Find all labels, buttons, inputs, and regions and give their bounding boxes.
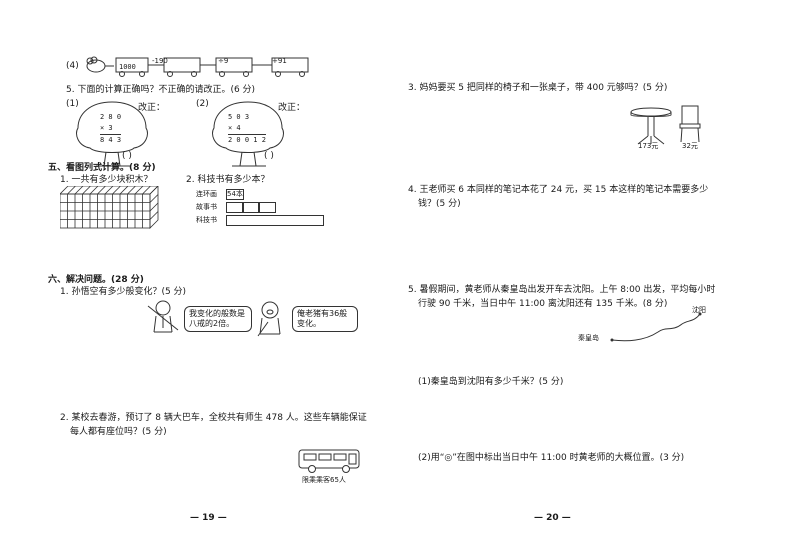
table-icon [630,107,672,145]
books-label-tech: 科技书 [196,216,217,224]
q5-title: 5. 下面的计算正确吗？不正确的请改正。(6 分) [66,85,256,95]
route-map[interactable] [590,306,706,346]
chair-price: 32元 [682,142,698,150]
tree-2-line1: 5 0 3 [228,113,250,121]
mouse-icon [86,56,114,73]
tree-2-line2: × 4 [228,124,241,132]
books-label-stories: 故事书 [196,203,217,211]
bus-caption: 限乘乘客65人 [302,476,346,484]
right-q5-sub2: (2)用“◎”在图中标出当日中午 11:00 时黄老师的大概位置。(3 分) [418,453,685,463]
blocks-illustration [60,186,159,229]
q5-item2-paren[interactable]: ( ) [264,151,274,161]
bus-icon [298,449,360,473]
train-car-4 [271,57,309,77]
books-bar-stories-seg2 [242,202,260,213]
right-q5-line1: 5. 暑假期间，黄老师从秦皇岛出发开车去沈阳。上午 8:00 出发，平均每小时 [408,285,716,295]
books-label-comics: 连环画 [196,190,217,198]
q5-item2-num-label: (2) [196,99,209,109]
q4-start-value: 1000 [119,63,136,71]
q5-item1-num-label: (1) [66,99,79,109]
tree-1-line2: × 3 [100,124,113,132]
chair-icon [679,105,701,143]
books-bar-comics [226,189,244,200]
tree-1-calc: 2 8 0 × 3 8 4 3 [100,112,122,146]
q5-item2-fix-label: 改正： [278,103,306,113]
pigsy-icon [257,301,281,337]
books-bar-tech [226,215,324,226]
monkey-king-icon [147,300,179,333]
books-value-comics: 54本 [227,190,243,198]
q5-item1-fix-label: 改正： [138,103,166,113]
q4-op-2: ÷9 [218,57,229,65]
q4-op-1: -190 [152,57,168,65]
q4-label: (4) [66,61,79,71]
speech-bubble-pigsy: 俺老猪有36般变化。 [292,306,358,332]
section6-q1: 1. 孙悟空有多少般变化？(5 分) [60,287,187,297]
section6-title: 六、解决问题。(28 分) [48,275,144,285]
section6-q2-line1: 2. 某校去春游，预订了 8 辆大巴车，全校共有师生 478 人。这些车辆能保证 [60,413,367,423]
table-price: 173元 [638,142,659,150]
books-bar-stories-seg3 [258,202,276,213]
tree-1-illustration [76,101,148,167]
section5-q1: 1. 一共有多少块积木？ [60,175,153,185]
q4-vehicle-chain [86,56,309,77]
tree-1-line1: 2 8 0 [100,113,122,121]
tree-1-line3: 8 4 3 [100,134,122,144]
section6-q2-line2: 每人都有座位吗？(5 分) [70,427,167,437]
page-number-right: — 20 — [534,513,571,523]
section5-q2: 2. 科技书有多少本？ [186,175,270,185]
books-bar-stories-seg1 [226,202,244,213]
right-q3: 3. 妈妈要买 5 把同样的椅子和一张桌子，带 400 元够吗？(5 分) [408,83,668,93]
tree-2-line3: 2 0 0 1 2 [228,134,266,144]
tree-2-illustration [212,101,284,167]
right-q4-line1: 4. 王老师买 6 本同样的笔记本花了 24 元，买 15 本这样的笔记本需要多… [408,185,709,195]
right-q4-line2: 钱？(5 分) [418,199,461,209]
map-start-label: 秦皇岛 [578,334,599,342]
right-q5-line2: 行驶 90 千米，当日中午 11:00 离沈阳还有 135 千米。(8 分) [418,299,668,309]
tree-2-calc: 5 0 3 × 4 2 0 0 1 2 [228,112,266,146]
map-end-label: 沈阳 [692,306,706,314]
q4-op-3: +91 [272,57,287,65]
page-number-left: — 19 — [190,513,227,523]
speech-bubble-monkey: 我变化的般数是八戒的2倍。 [184,306,252,332]
section5-title: 五、看图列式计算。(8 分) [48,163,156,173]
right-q5-sub1: (1)秦皇岛到沈阳有多少千米？(5 分) [418,377,564,387]
train-car-2 [163,57,201,77]
q5-item1-paren[interactable]: ( ) [122,151,132,161]
